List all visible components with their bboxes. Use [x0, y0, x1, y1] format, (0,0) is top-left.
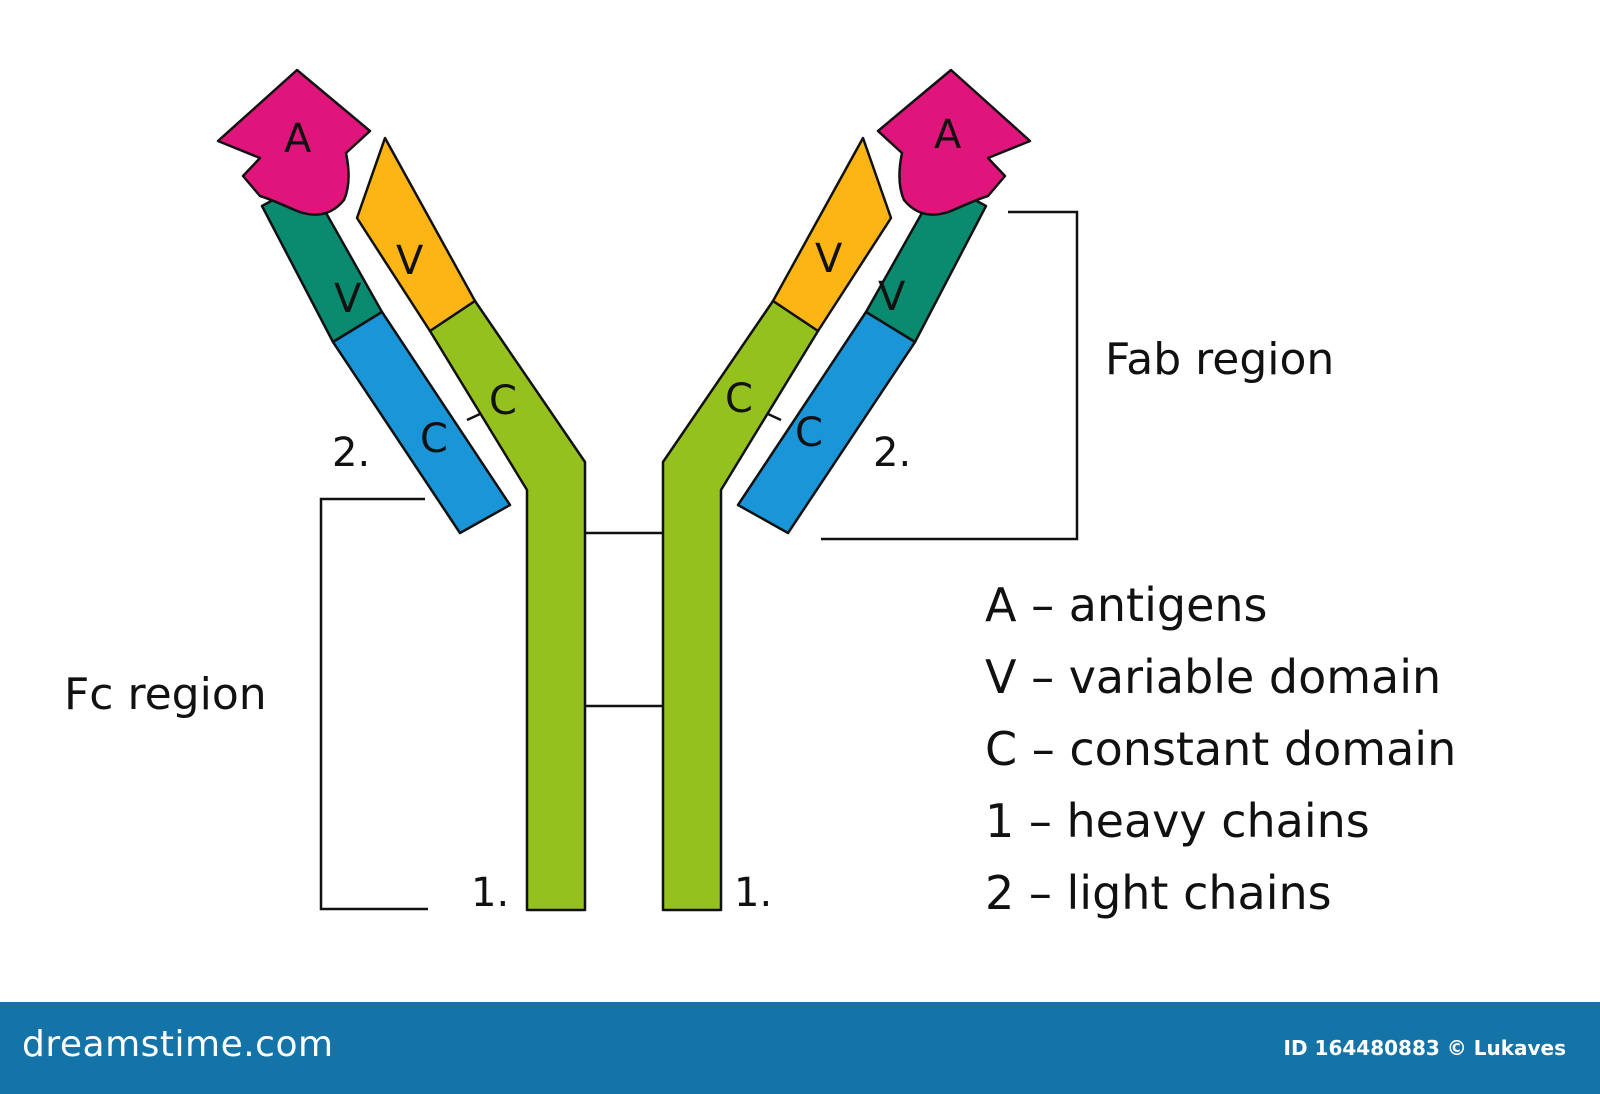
legend-item: 1 – heavy chains — [985, 794, 1370, 848]
left-light-constant-label: C — [420, 416, 448, 462]
watermark-footer: dreamstime.com ID 164480883 © Lukaves — [0, 1002, 1600, 1094]
right-heavy-constant-domain — [661, 299, 820, 912]
left-antigen-label: A — [284, 116, 312, 162]
left-heavy-constant-label: C — [489, 378, 517, 424]
left-heavy-chain-number: 1. — [471, 870, 509, 916]
fc-bracket — [319, 497, 428, 911]
right-light-chain-number: 2. — [873, 430, 911, 476]
left-arm — [216, 68, 587, 912]
right-light-constant-label: C — [795, 410, 823, 456]
legend-item: A – antigens — [985, 578, 1268, 632]
left-light-variable-label: V — [334, 276, 362, 322]
right-arm — [661, 68, 1032, 912]
image-credit: ID 164480883 © Lukaves — [1283, 1036, 1566, 1060]
legend: A – antigens V – variable domain C – con… — [985, 578, 1456, 920]
left-light-constant-domain — [331, 310, 512, 535]
legend-item: V – variable domain — [985, 650, 1441, 704]
fab-bracket — [821, 210, 1079, 541]
right-interchain-link — [767, 412, 782, 422]
left-light-chain-number: 2. — [332, 430, 370, 476]
dreamstime-logo: dreamstime.com — [22, 1024, 334, 1065]
fc-region-label: Fc region — [64, 669, 267, 720]
left-antigen — [216, 68, 372, 216]
right-light-constant-domain — [736, 310, 917, 535]
left-interchain-link — [466, 412, 481, 422]
right-heavy-chain-number: 1. — [734, 870, 772, 916]
right-antigen-label: A — [934, 112, 962, 158]
legend-item: C – constant domain — [985, 722, 1456, 776]
fab-region-label: Fab region — [1105, 334, 1334, 385]
right-heavy-constant-label: C — [725, 376, 753, 422]
right-antigen — [876, 68, 1032, 216]
antibody-diagram: A V V C C A V V C C 2. 2. 1. 1. Fab regi… — [64, 68, 1456, 920]
legend-item: 2 – light chains — [985, 866, 1332, 920]
left-heavy-variable-label: V — [396, 238, 424, 284]
right-heavy-variable-label: V — [815, 236, 843, 282]
right-light-variable-label: V — [878, 274, 906, 320]
left-heavy-constant-domain — [428, 299, 587, 912]
